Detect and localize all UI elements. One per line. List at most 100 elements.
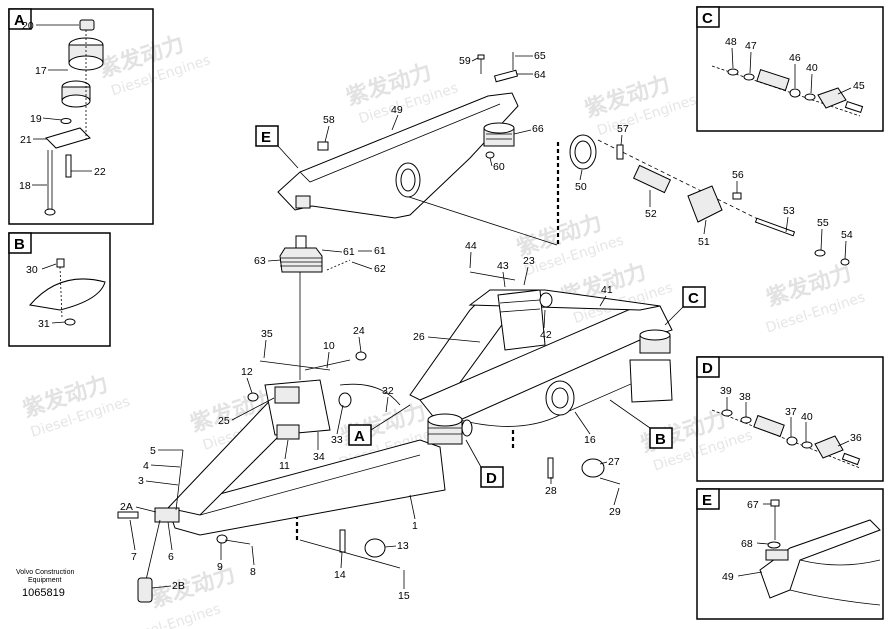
callout-13: 13	[397, 540, 409, 552]
callout-68: 68	[741, 538, 753, 550]
part-58-pad	[317, 141, 329, 151]
callout-50: 50	[575, 181, 587, 193]
box-label-d: D	[702, 360, 713, 377]
inset-box-c-top: C 48 47 46 40 45	[696, 6, 884, 132]
callout-36: 36	[850, 432, 862, 444]
tag-e: E	[261, 129, 271, 146]
part-number: 1065819	[22, 587, 65, 599]
part-47-sleeve	[756, 69, 790, 91]
part-27-plate	[581, 458, 605, 478]
part-51-bracket	[687, 185, 723, 223]
box-label-e: E	[702, 492, 712, 509]
callout-30: 30	[26, 264, 38, 276]
callout-4: 4	[143, 460, 149, 472]
box-label-b: B	[14, 236, 25, 253]
main-assembly	[117, 52, 850, 603]
inset-box-d: D 39 38 37 40 36	[696, 356, 884, 482]
part-2A-bar	[117, 511, 139, 519]
brand-line-2: Equipment	[28, 577, 62, 584]
part-38-sleeve	[753, 414, 785, 438]
callout-17: 17	[35, 65, 47, 77]
callout-37: 37	[785, 406, 797, 418]
callout-65: 65	[534, 50, 546, 62]
part-42-bracket	[497, 289, 546, 351]
brand-line-1: Volvo Construction	[16, 569, 74, 576]
part-68-washer	[767, 541, 781, 549]
callout-9: 9	[217, 561, 223, 573]
callout-33: 33	[331, 434, 343, 446]
part-14-pin	[339, 529, 346, 553]
part-64-block	[493, 69, 519, 83]
callout-57: 57	[617, 123, 629, 135]
callout-19: 19	[30, 113, 42, 125]
callout-32: 32	[382, 385, 394, 397]
callout-16: 16	[584, 434, 596, 446]
callout-59: 59	[459, 55, 471, 67]
callout-45: 45	[853, 80, 865, 92]
part-19-washer	[60, 118, 72, 124]
callout-29: 29	[609, 506, 621, 518]
part-2B-bolt	[137, 577, 153, 603]
callout-3: 3	[138, 475, 144, 487]
callout-18: 18	[19, 180, 31, 192]
callout-2A: 2A	[120, 501, 133, 513]
inset-box-b: B 30 31	[8, 232, 111, 347]
callout-25: 25	[218, 415, 230, 427]
callout-34: 34	[313, 451, 325, 463]
callout-27: 27	[608, 456, 620, 468]
part-52-sleeve	[632, 164, 672, 194]
callout-40a: 40	[806, 62, 818, 74]
part-bracket-b	[29, 278, 106, 311]
part-1-frame-arm	[167, 439, 446, 536]
callout-1: 1	[412, 520, 418, 532]
callout-41: 41	[601, 284, 613, 296]
callout-67: 67	[747, 499, 759, 511]
callout-26: 26	[413, 331, 425, 343]
callout-10: 10	[323, 340, 335, 352]
part-49-bracket-detail	[759, 519, 881, 599]
part-21-plate	[45, 127, 91, 149]
callout-42: 42	[540, 329, 552, 341]
callout-11: 11	[279, 460, 290, 472]
inset-box-a: A 20 17 19 21 18 22	[8, 8, 154, 225]
callout-58: 58	[323, 114, 335, 126]
part-63-rubber-mount	[279, 247, 323, 273]
part-20-cap	[79, 19, 95, 31]
tag-b: B	[655, 431, 666, 448]
callout-61: 61	[374, 245, 386, 257]
callout-61: 61	[343, 246, 355, 258]
part-57-clip	[616, 144, 624, 160]
callout-47: 47	[745, 40, 757, 52]
callout-48: 48	[725, 36, 737, 48]
callout-51: 51	[698, 236, 710, 248]
callout-35: 35	[261, 328, 273, 340]
callout-7: 7	[131, 551, 137, 563]
part-6-clamp	[154, 507, 180, 523]
callout-15: 15	[398, 590, 410, 602]
callout-6: 6	[168, 551, 174, 563]
part-18-bolt	[44, 208, 56, 216]
part-13-plate	[364, 538, 386, 558]
tag-d: D	[486, 470, 497, 487]
part-53-bolt	[754, 217, 796, 237]
callout-22: 22	[94, 166, 106, 178]
part-31-nut	[64, 318, 76, 326]
callout-28: 28	[545, 485, 557, 497]
callout-44: 44	[465, 240, 477, 252]
part-28-pin	[547, 457, 554, 479]
callout-8: 8	[250, 566, 256, 578]
callout-43: 43	[497, 260, 509, 272]
callout-49e: 49	[722, 571, 734, 583]
part-36-clamp	[814, 435, 844, 459]
callout-23: 23	[523, 255, 535, 267]
callout-21: 21	[20, 134, 32, 146]
inset-box-e: E 67 68 49	[696, 488, 884, 620]
callout-56: 56	[732, 169, 744, 181]
callout-52: 52	[645, 208, 657, 220]
callout-62: 62	[374, 263, 386, 275]
callout-24: 24	[353, 325, 365, 337]
callout-5: 5	[150, 445, 156, 457]
callout-54: 54	[841, 229, 853, 241]
part-22-bolt	[65, 154, 72, 178]
callout-63: 63	[254, 255, 266, 267]
